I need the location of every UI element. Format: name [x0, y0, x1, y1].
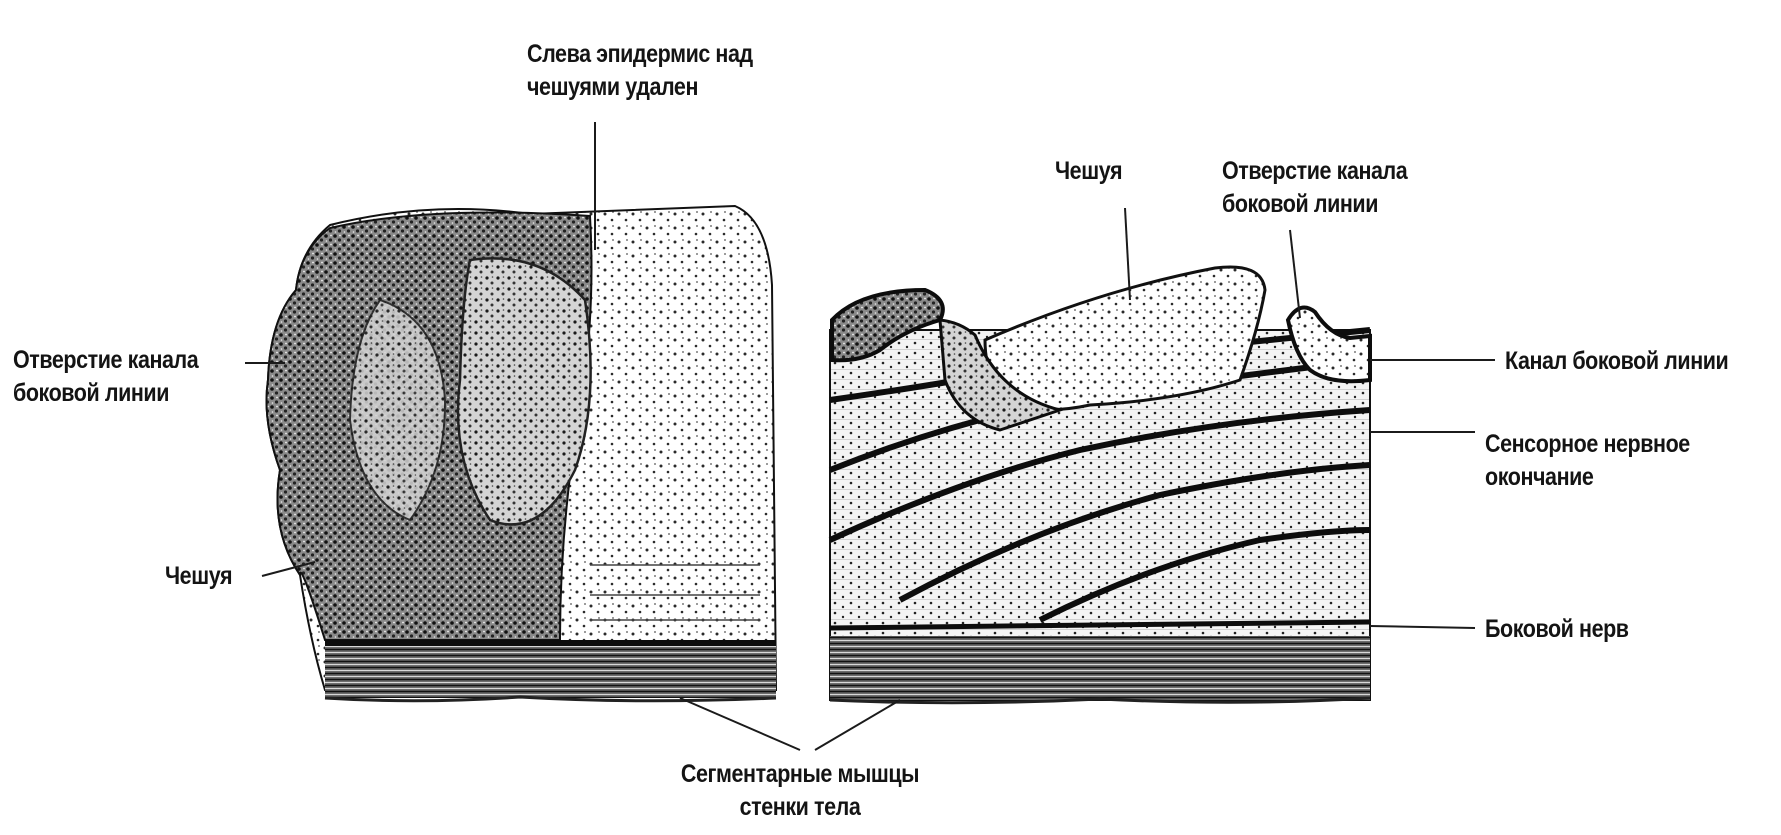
label-lateral-canal: Канал боковой линии: [1505, 345, 1728, 378]
right-muscle-band: [830, 636, 1370, 700]
leader-lateral-nerve: [1370, 626, 1475, 628]
label-pore-right: Отверстие канала боковой линии: [1222, 155, 1407, 221]
leader-segment-left: [680, 698, 800, 750]
right-specimen: [830, 267, 1370, 703]
label-lateral-nerve: Боковой нерв: [1485, 613, 1629, 646]
leader-segment-right: [815, 700, 900, 750]
left-muscle-top-line: [325, 640, 776, 646]
leader-scale-right: [1125, 208, 1130, 300]
label-scale-right: Чешуя: [1055, 155, 1122, 188]
label-epidermis-removed: Слева эпидермис над чешуями удален: [527, 38, 753, 104]
label-scale-left: Чешуя: [165, 560, 232, 593]
left-muscle-band: [325, 640, 776, 698]
label-sensory-nerve: Сенсорное нервное окончание: [1485, 428, 1690, 494]
leader-pore-right: [1290, 230, 1300, 318]
label-pore-left: Отверстие канала боковой линии: [13, 344, 198, 410]
label-segment-muscles: Сегментарные мышцы стенки тела: [671, 758, 929, 824]
left-specimen: [267, 206, 777, 701]
